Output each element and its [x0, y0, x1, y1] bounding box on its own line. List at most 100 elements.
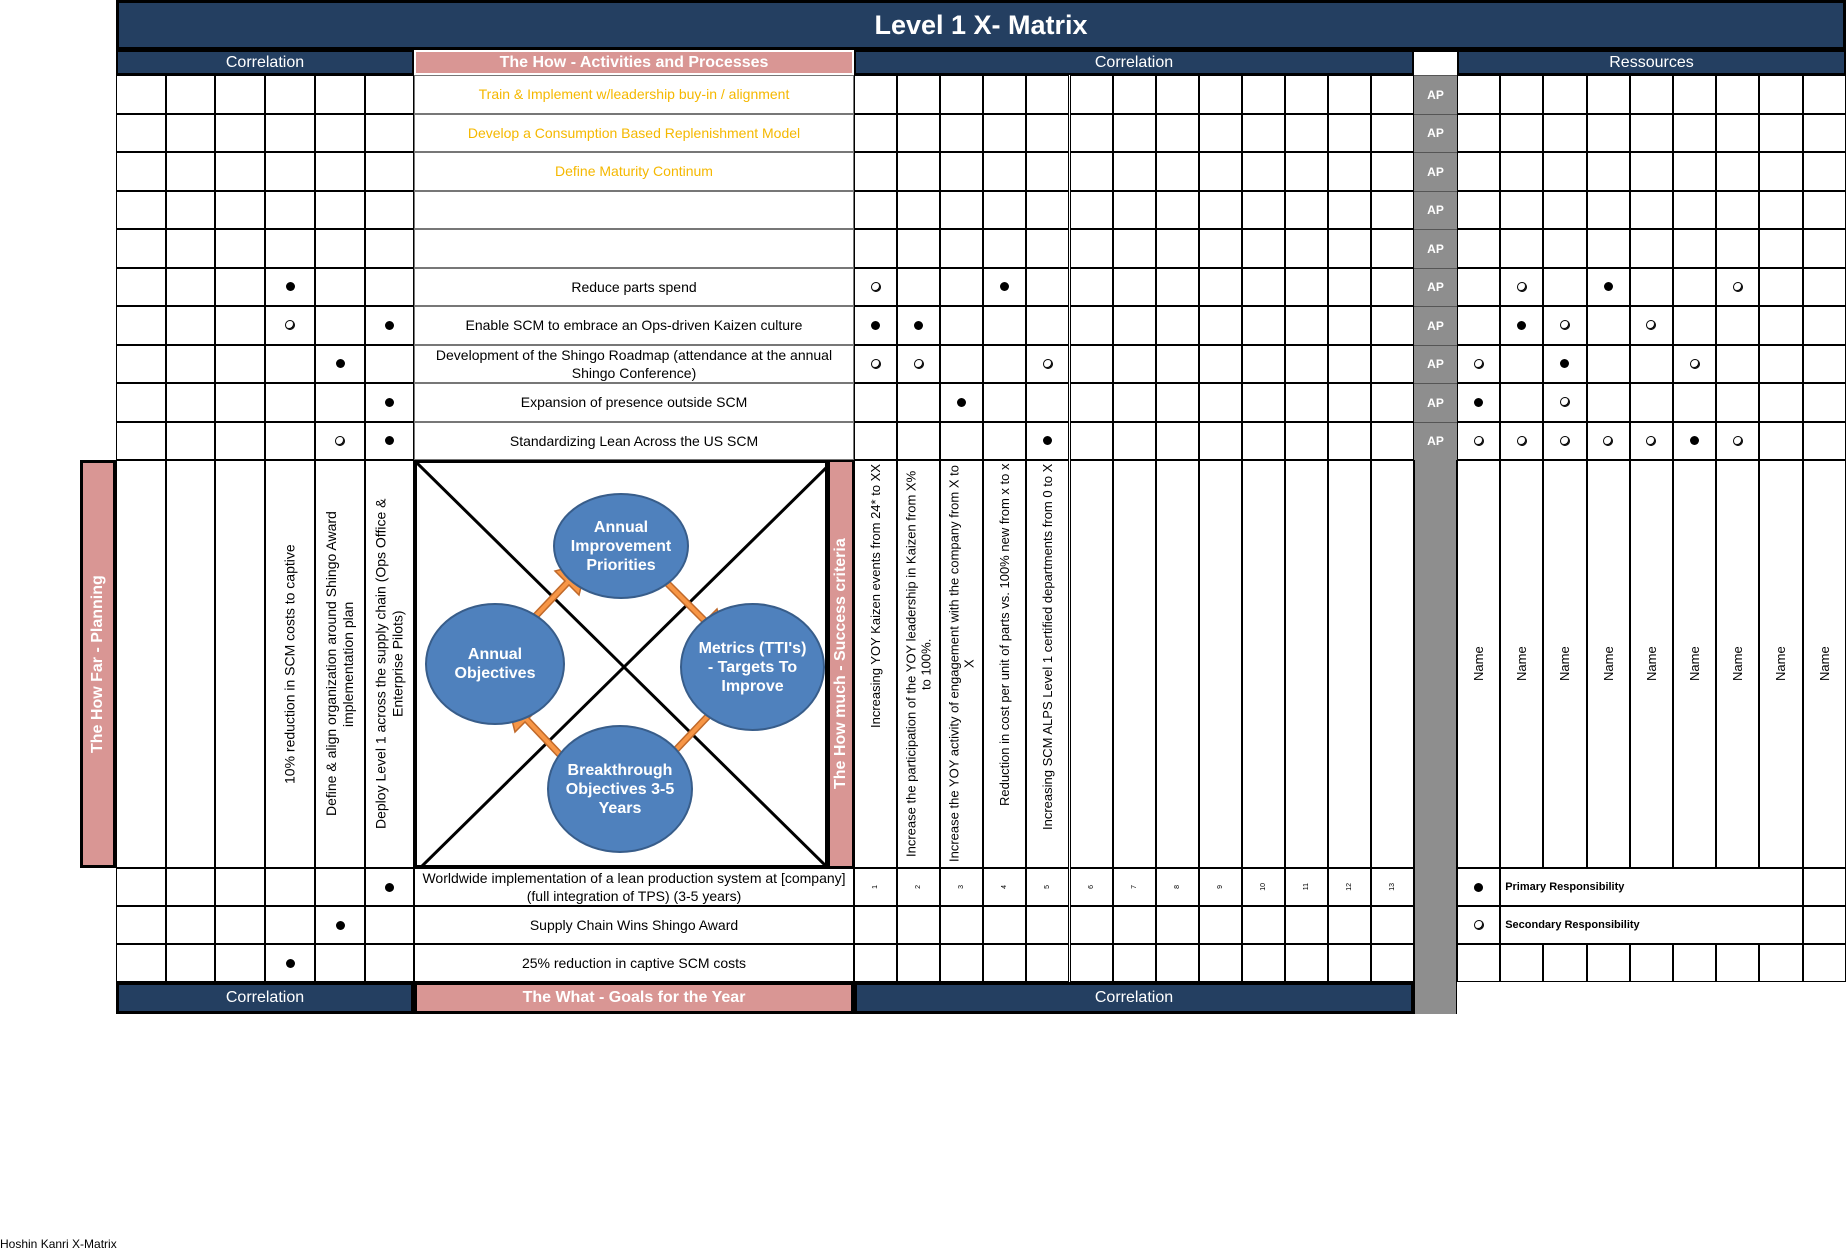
- goal-criteria-cell[interactable]: [897, 944, 941, 982]
- right-correlation-cell[interactable]: [1026, 383, 1070, 422]
- right-correlation-cell[interactable]: [940, 267, 984, 306]
- goal-criteria-cell[interactable]: [1026, 906, 1070, 944]
- resource-cell[interactable]: [1457, 383, 1501, 422]
- criteria-number-cell[interactable]: 5: [1026, 868, 1070, 906]
- right-correlation-cell[interactable]: [1241, 267, 1285, 306]
- activity-row[interactable]: [414, 229, 854, 268]
- resource-cell[interactable]: [1543, 383, 1587, 422]
- left-correlation-cell[interactable]: [215, 306, 265, 345]
- left-correlation-cell[interactable]: [315, 421, 365, 460]
- left-correlation-cell[interactable]: [215, 152, 265, 191]
- right-correlation-cell[interactable]: [1155, 267, 1199, 306]
- left-correlation-cell[interactable]: [215, 421, 265, 460]
- left-correlation-cell[interactable]: [315, 190, 365, 229]
- resource-cell[interactable]: [1673, 421, 1717, 460]
- left-correlation-cell[interactable]: [365, 421, 414, 460]
- right-correlation-cell[interactable]: [983, 344, 1027, 383]
- resource-cell[interactable]: [1629, 421, 1673, 460]
- right-correlation-cell[interactable]: [940, 306, 984, 345]
- right-correlation-cell[interactable]: [1241, 152, 1285, 191]
- right-correlation-cell[interactable]: [983, 113, 1027, 152]
- goal-criteria-cell[interactable]: [1285, 906, 1329, 944]
- left-correlation-cell[interactable]: [166, 113, 215, 152]
- resource-cell[interactable]: [1716, 152, 1760, 191]
- resource-cell[interactable]: [1500, 267, 1544, 306]
- left-correlation-cell[interactable]: [265, 267, 315, 306]
- right-correlation-cell[interactable]: [1285, 267, 1329, 306]
- criteria-number-cell[interactable]: 6: [1069, 868, 1113, 906]
- goal-criteria-cell[interactable]: [940, 944, 984, 982]
- right-correlation-cell[interactable]: [1155, 344, 1199, 383]
- criteria-number-cell[interactable]: 3: [940, 868, 984, 906]
- right-correlation-cell[interactable]: [1069, 190, 1113, 229]
- activity-row[interactable]: Standardizing Lean Across the US SCM: [414, 421, 854, 460]
- right-correlation-cell[interactable]: [854, 190, 898, 229]
- goal-criteria-cell[interactable]: [1026, 944, 1070, 982]
- resource-cell[interactable]: [1716, 229, 1760, 268]
- left-correlation-cell[interactable]: [265, 113, 315, 152]
- left-correlation-cell[interactable]: [166, 267, 215, 306]
- right-correlation-cell[interactable]: [1026, 306, 1070, 345]
- left-correlation-cell[interactable]: [215, 190, 265, 229]
- right-correlation-cell[interactable]: [1155, 152, 1199, 191]
- goal-correlation-cell[interactable]: [215, 868, 265, 906]
- left-correlation-cell[interactable]: [116, 152, 166, 191]
- criteria-number-cell[interactable]: 9: [1198, 868, 1242, 906]
- goal-criteria-cell[interactable]: [1198, 906, 1242, 944]
- goal-criteria-cell[interactable]: [854, 906, 898, 944]
- resource-cell[interactable]: [1629, 229, 1673, 268]
- right-correlation-cell[interactable]: [1026, 344, 1070, 383]
- resource-cell[interactable]: [1543, 190, 1587, 229]
- right-correlation-cell[interactable]: [1371, 421, 1415, 460]
- goal-correlation-cell[interactable]: [315, 944, 365, 982]
- right-correlation-cell[interactable]: [1285, 383, 1329, 422]
- resource-cell[interactable]: [1716, 944, 1760, 982]
- goal-criteria-cell[interactable]: [1155, 944, 1199, 982]
- goal-criteria-cell[interactable]: [1371, 944, 1415, 982]
- goal-criteria-cell[interactable]: [1371, 906, 1415, 944]
- right-correlation-cell[interactable]: [897, 75, 941, 114]
- resource-cell[interactable]: [1759, 344, 1803, 383]
- resource-name[interactable]: Name: [1730, 646, 1746, 682]
- right-correlation-cell[interactable]: [1241, 306, 1285, 345]
- resource-cell[interactable]: [1802, 383, 1846, 422]
- criteria-number-cell[interactable]: 4: [983, 868, 1027, 906]
- left-correlation-cell[interactable]: [116, 190, 166, 229]
- goal-correlation-cell[interactable]: [166, 906, 215, 944]
- resource-name[interactable]: Name: [1514, 646, 1530, 682]
- right-correlation-cell[interactable]: [1026, 152, 1070, 191]
- goal-correlation-cell[interactable]: [365, 868, 414, 906]
- resource-cell[interactable]: [1629, 75, 1673, 114]
- right-correlation-cell[interactable]: [854, 75, 898, 114]
- criteria-number-cell[interactable]: 7: [1112, 868, 1156, 906]
- resource-cell[interactable]: [1500, 421, 1544, 460]
- right-correlation-cell[interactable]: [1241, 113, 1285, 152]
- right-correlation-cell[interactable]: [1198, 152, 1242, 191]
- resource-cell[interactable]: [1802, 306, 1846, 345]
- right-correlation-cell[interactable]: [1069, 421, 1113, 460]
- resource-name[interactable]: Name: [1816, 646, 1832, 682]
- resource-cell[interactable]: [1500, 306, 1544, 345]
- goal-criteria-cell[interactable]: [983, 944, 1027, 982]
- left-correlation-cell[interactable]: [265, 190, 315, 229]
- right-correlation-cell[interactable]: [1285, 113, 1329, 152]
- right-correlation-cell[interactable]: [1285, 75, 1329, 114]
- resource-cell[interactable]: [1673, 113, 1717, 152]
- resource-cell[interactable]: [1586, 421, 1630, 460]
- resource-cell[interactable]: [1629, 190, 1673, 229]
- left-correlation-cell[interactable]: [315, 229, 365, 268]
- right-correlation-cell[interactable]: [854, 152, 898, 191]
- left-correlation-cell[interactable]: [215, 383, 265, 422]
- goal-criteria-cell[interactable]: [897, 906, 941, 944]
- goal-correlation-cell[interactable]: [265, 906, 315, 944]
- resource-cell[interactable]: [1673, 267, 1717, 306]
- resource-cell[interactable]: [1673, 190, 1717, 229]
- right-correlation-cell[interactable]: [1069, 152, 1113, 191]
- goal-criteria-cell[interactable]: [1285, 944, 1329, 982]
- right-correlation-cell[interactable]: [1069, 113, 1113, 152]
- left-correlation-cell[interactable]: [315, 344, 365, 383]
- resource-name[interactable]: Name: [1773, 646, 1789, 682]
- resource-cell[interactable]: [1716, 190, 1760, 229]
- right-correlation-cell[interactable]: [1069, 344, 1113, 383]
- activity-row[interactable]: Reduce parts spend: [414, 267, 854, 306]
